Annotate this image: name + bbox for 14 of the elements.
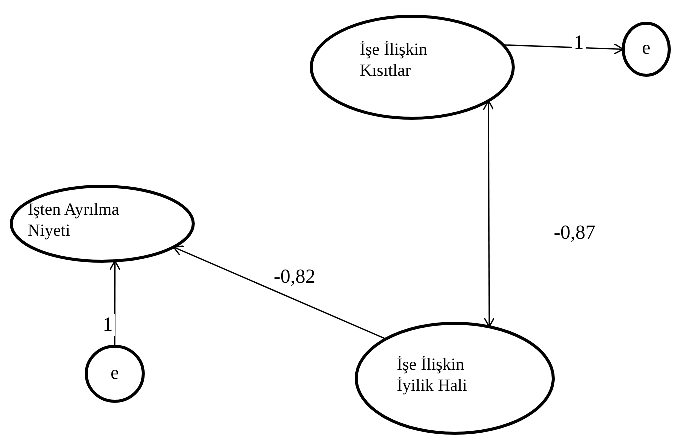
latent-variable-ellipse	[310, 15, 515, 120]
error-circle	[85, 345, 145, 403]
variable-name: İşten Ayrılma Niyeti	[28, 199, 120, 241]
latent-variable-ellipse	[355, 322, 555, 435]
variable-name: İşe İlişkin Kısıtlar	[360, 39, 429, 81]
arrow	[503, 44, 624, 55]
latent-variable-ellipse	[10, 185, 195, 263]
error-circle	[622, 22, 671, 77]
arrow	[110, 260, 121, 346]
arrow	[173, 246, 386, 340]
error-term-label: e	[110, 363, 120, 384]
arrow	[483, 100, 496, 328]
variable-name: İşe İlişkin İyilik Hali	[397, 354, 468, 396]
error-term-label: e	[641, 38, 652, 59]
